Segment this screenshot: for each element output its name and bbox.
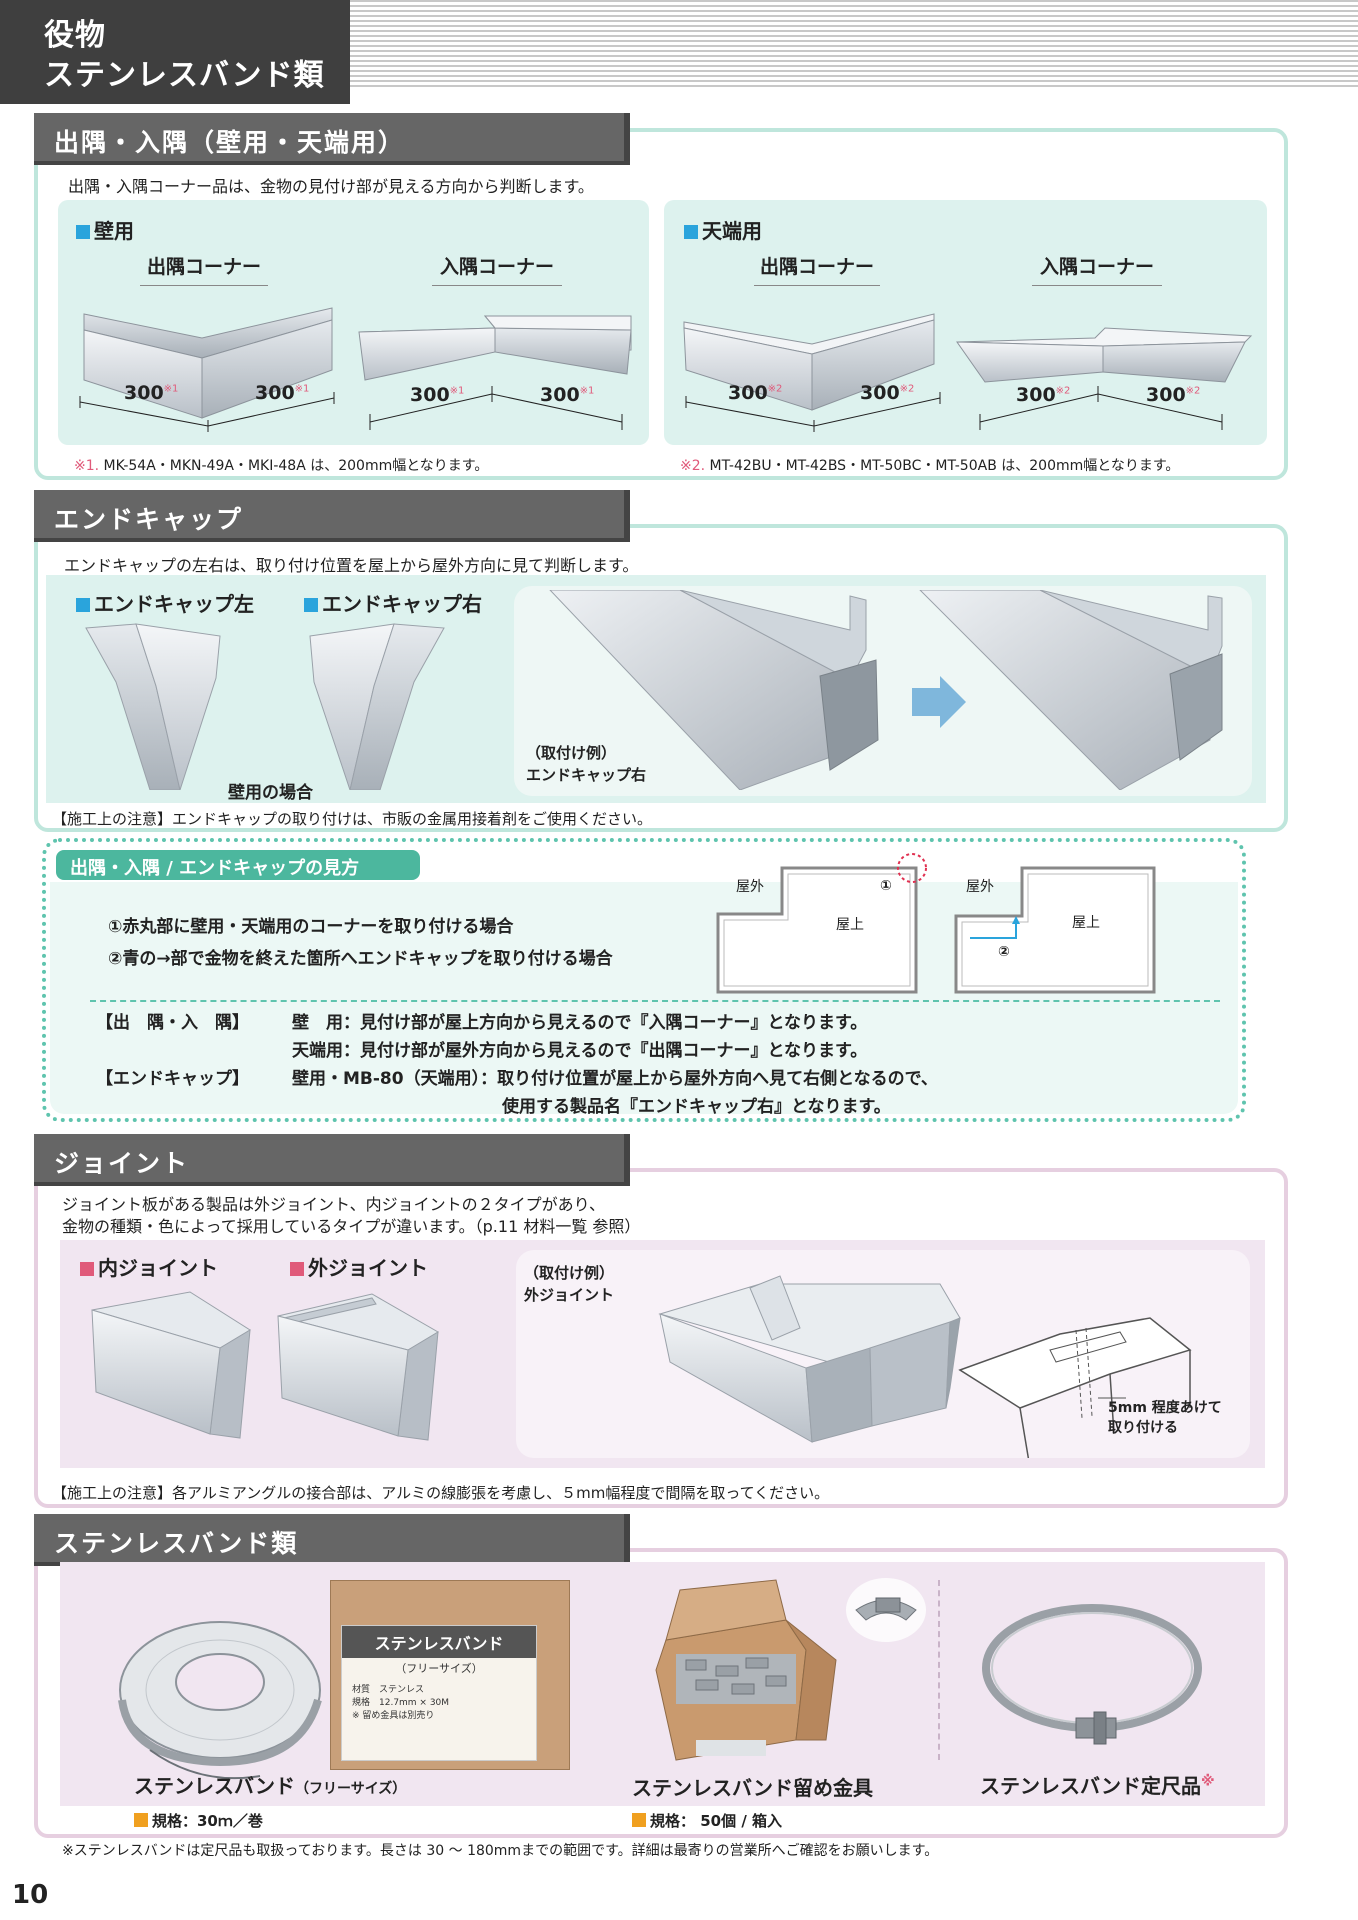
howto-divider <box>90 1000 1220 1002</box>
box-label-title: ステンレスバンド <box>342 1626 536 1658</box>
joint-outer-label: 外ジョイント <box>290 1252 428 1281</box>
page-number: 10 <box>12 1880 49 1910</box>
endcap-description: エンドキャップの左右は、取り付け位置を屋上から屋外方向に見て判断します。 <box>64 556 639 575</box>
endcap-right-label: エンドキャップ右 <box>304 588 482 617</box>
howto-row1-text: 壁 用：見付け部が屋上方向から見えるので『入隅コーナー』となります。 <box>292 1013 868 1033</box>
square-bullet-icon <box>684 225 698 239</box>
header-line-2: ステンレスバンド類 <box>44 58 325 93</box>
top-in-dimension-lines <box>979 386 1223 430</box>
wall-out-corner-label: 出隅コーナー <box>140 252 268 286</box>
top-in-corner-image <box>956 327 1253 383</box>
howto-roof-diagrams <box>716 853 1156 994</box>
top-in-corner-label: 入隅コーナー <box>1032 252 1162 286</box>
product2-spec: 規格： 50個 / 箱入 <box>632 1810 782 1831</box>
box-label: ステンレスバンド （フリーサイズ） 材質 ステンレス規格 12.7mm × 30… <box>341 1625 537 1761</box>
top-in-dim-right: 300※2 <box>1146 384 1201 406</box>
endcap-example-caption: （取付け例）エンドキャップ右 <box>526 744 647 784</box>
joint-gap-note: 5mm 程度あけて取り付ける <box>1108 1400 1222 1436</box>
band-fixed-length-image <box>982 1604 1202 1745</box>
joint-example-image <box>658 1275 1192 1458</box>
wall-out-corner-image <box>83 307 333 419</box>
joint-outer-image <box>277 1293 439 1441</box>
endcap-right-image <box>309 623 445 790</box>
band-section-title: ステンレスバンド類 <box>34 1514 630 1566</box>
corner-note-1: ※1. MK-54A・MKN-49A・MKI-48A は、200mm幅となります… <box>74 458 489 474</box>
endcap-example-image <box>549 590 1223 790</box>
top-out-dim-left: 300※2 <box>728 382 783 404</box>
diagram1-number: ① <box>880 878 892 894</box>
square-bullet-icon <box>632 1813 646 1827</box>
top-panel <box>664 200 1267 445</box>
corner-section-title: 出隅・入隅（壁用・天端用） <box>34 113 630 165</box>
howto-row4-text: 使用する製品名『エンドキャップ右』となります。 <box>502 1097 891 1117</box>
wall-in-dimension-lines <box>369 386 623 430</box>
top-label: 天端用 <box>684 215 762 244</box>
corner-note-2: ※2. MT-42BU・MT-42BS・MT-50BC・MT-50AB は、20… <box>680 458 1180 474</box>
endcap-left-image <box>85 623 221 790</box>
diagram2-roof: 屋上 <box>1072 915 1100 931</box>
product1-spec: 規格：30ｍ／巻 <box>134 1810 263 1831</box>
diagram2-number: ② <box>998 944 1010 960</box>
endcap-wall-case: 壁用の場合 <box>228 783 313 803</box>
product3-name: ステンレスバンド定尺品※ <box>980 1773 1215 1798</box>
square-bullet-icon <box>76 225 90 239</box>
wall-in-dim-right: 300※1 <box>540 384 595 406</box>
wall-in-corner-image <box>358 315 632 381</box>
band-section-frame <box>34 1548 1288 1838</box>
square-bullet-icon <box>76 598 90 612</box>
stainless-band-box: ステンレスバンド （フリーサイズ） 材質 ステンレス規格 12.7mm × 30… <box>330 1580 570 1770</box>
wall-label: 壁用 <box>76 215 134 244</box>
joint-section-title: ジョイント <box>34 1134 630 1186</box>
howto-item-1: ①赤丸部に壁用・天端用のコーナーを取り付ける場合 <box>108 917 514 937</box>
top-out-corner-label: 出隅コーナー <box>754 252 880 286</box>
endcap-caution: 【施工上の注意】エンドキャップの取り付けは、市販の金属用接着剤をご使用ください。 <box>52 810 653 828</box>
endcap-left-label: エンドキャップ左 <box>76 588 254 617</box>
joint-description: ジョイント板がある製品は外ジョイント、内ジョイントの２タイプがあり、金物の種類・… <box>62 1195 641 1236</box>
howto-row2-text: 天端用：見付け部が屋外方向から見えるので『出隅コーナー』となります。 <box>292 1041 868 1061</box>
endcap-section-title: エンドキャップ <box>34 490 630 542</box>
band-divider <box>938 1580 940 1760</box>
box-label-details: 材質 ステンレス規格 12.7mm × 30M※ 留め金具は別売り <box>352 1685 450 1721</box>
corner-description: 出隅・入隅コーナー品は、金物の見付け部が見える方向から判断します。 <box>68 177 594 196</box>
endcap-section-frame <box>34 524 1288 832</box>
band-clip-box-image <box>655 1578 926 1761</box>
diagram1-roof: 屋上 <box>836 917 864 933</box>
top-out-dim-right: 300※2 <box>860 382 915 404</box>
joint-section-frame <box>34 1168 1288 1508</box>
stainless-band-roll-image <box>118 1621 322 1780</box>
square-bullet-icon <box>304 598 318 612</box>
howto-frame <box>42 838 1246 1122</box>
howto-row3-text: 壁用・MB-80（天端用）：取り付け位置が屋上から屋外方向へ見て右側となるので、 <box>292 1069 938 1089</box>
joint-example-caption: （取付け例）外ジョイント <box>524 1264 615 1304</box>
wall-out-dim-left: 300※1 <box>124 382 179 404</box>
product2-name: ステンレスバンド留め金具 <box>632 1776 873 1800</box>
header-stripes <box>350 0 1358 90</box>
page-header-title: 役物 ステンレスバンド類 <box>0 0 350 104</box>
diagram1-outside: 屋外 <box>736 879 764 895</box>
diagram2-outside: 屋外 <box>966 879 994 895</box>
howto-title: 出隅・入隅 / エンドキャップの見方 <box>56 850 420 880</box>
joint-inner-image <box>91 1291 251 1439</box>
howto-item-2: ②青の→部で金物を終えた箇所へエンドキャップを取り付ける場合 <box>108 949 613 969</box>
corner-section-frame <box>34 128 1288 480</box>
band-footnote: ※ステンレスバンドは定尺品も取扱っております。長さは 30 ～ 180mmまでの… <box>62 1843 939 1859</box>
square-bullet-icon <box>134 1813 148 1827</box>
joint-inner-label: 内ジョイント <box>80 1252 218 1281</box>
top-out-corner-image <box>683 313 935 411</box>
top-in-dim-left: 300※2 <box>1016 384 1071 406</box>
square-bullet-icon <box>290 1262 304 1276</box>
top-out-dimension-lines <box>685 392 941 432</box>
wall-in-corner-label: 入隅コーナー <box>432 252 562 286</box>
wall-out-dim-right: 300※1 <box>255 382 310 404</box>
joint-caution: 【施工上の注意】各アルミアングルの接合部は、アルミの線膨張を考慮し、５mm幅程度… <box>52 1484 830 1502</box>
wall-out-dimension-lines <box>79 392 335 432</box>
square-bullet-icon <box>80 1262 94 1276</box>
wall-in-dim-left: 300※1 <box>410 384 465 406</box>
header-line-1: 役物 <box>44 18 106 53</box>
box-label-subtitle: （フリーサイズ） <box>395 1662 483 1675</box>
howto-row3-label: 【エンドキャップ】 <box>96 1069 249 1089</box>
howto-row1-label: 【出 隅・入 隅】 <box>96 1013 249 1033</box>
product1-name: ステンレスバンド（フリーサイズ） <box>134 1774 407 1798</box>
